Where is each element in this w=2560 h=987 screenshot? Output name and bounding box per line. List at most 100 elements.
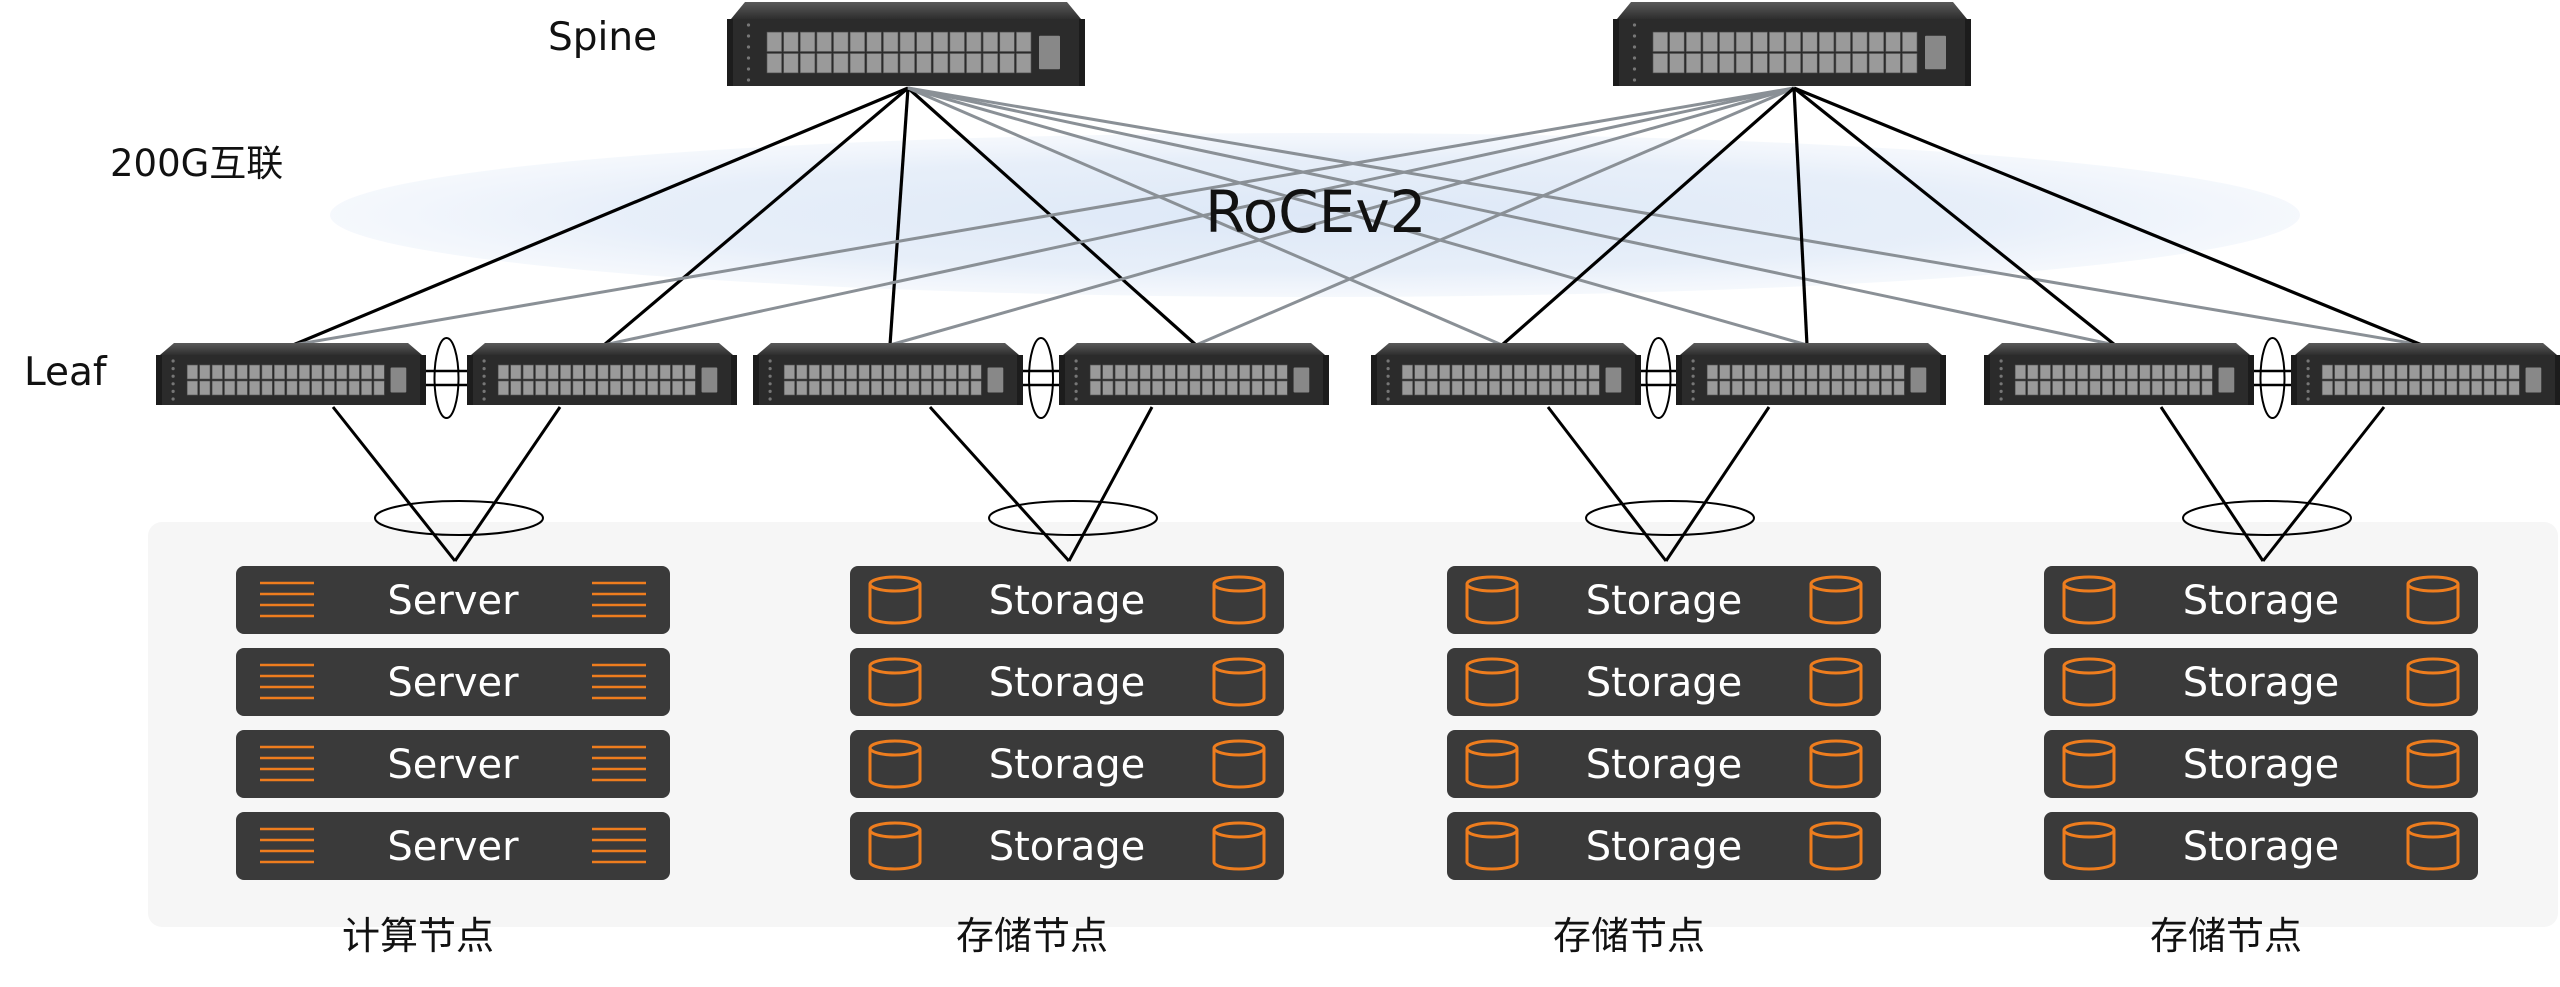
cylinder-icon [2062,739,2116,789]
storage-row: Storage [1447,648,1881,716]
spine-switches [727,2,1971,86]
cylinder-icon [868,821,922,871]
link-pod1-a [331,406,457,562]
server-row-label: Server [387,742,519,788]
leaf-switch-1 [156,343,426,405]
leaf-switch-8 [2291,343,2560,405]
cylinder-icon [2062,575,2116,625]
cylinder-icon [2062,657,2116,707]
server-row: Server [236,566,670,634]
storage-row: Storage [850,812,1284,880]
pod-caption: 计算节点 [342,914,494,958]
leaf-switch-3 [753,343,1023,405]
cylinder-icon [2406,657,2460,707]
storage-row: Storage [2044,812,2478,880]
cylinder-icon [2406,821,2460,871]
leaf-switch-5 [1371,343,1641,405]
storage-row: Storage [850,730,1284,798]
bond-rings [374,500,2352,536]
lines-icon [260,581,314,618]
cylinder-icon [1465,657,1519,707]
storage-row-label: Storage [989,824,1146,870]
lines-icon [260,827,314,864]
mlag-4 [2250,337,2295,419]
link-spine2-leaf7 [1793,86,2116,347]
link-spine2-leaf5 [1500,86,1796,347]
storage-row: Storage [1447,812,1881,880]
link-spine2-leaf3 [889,86,1795,347]
leaf-switch-4 [1059,343,1329,405]
cylinder-icon [868,739,922,789]
lines-icon [592,663,646,700]
storage-row-label: Storage [1586,660,1743,706]
mlag-2 [1019,337,1063,419]
mlag-1 [422,337,471,419]
cylinder-icon [1465,575,1519,625]
cylinder-icon [868,657,922,707]
lines-icon [260,745,314,782]
interconnect-label: 200G互联 [110,142,283,185]
storage-row-label: Storage [989,578,1146,624]
cylinder-icon [1212,821,1266,871]
cylinder-icon [868,575,922,625]
leaf-label: Leaf [24,350,108,395]
server-row-label: Server [387,660,519,706]
storage-row-label: Storage [1586,824,1743,870]
leaf-switch-2 [467,343,737,405]
lines-icon [592,581,646,618]
cylinder-icon [1809,575,1863,625]
bond-ring-1 [374,500,544,536]
pod-caption: 存储节点 [1553,914,1705,958]
link-spine2-leaf6 [1792,87,1809,346]
mlag-3 [1637,337,1680,419]
spine-switch-2 [1613,2,1971,86]
cylinder-icon [2406,575,2460,625]
link-spine1-leaf7 [907,86,2116,347]
server-row-label: Server [387,578,519,624]
link-spine1-leaf2 [602,86,910,347]
cylinder-icon [1465,821,1519,871]
cylinder-icon [1809,821,1863,871]
storage-row-label: Storage [989,660,1146,706]
cylinder-icon [2062,821,2116,871]
lines-icon [592,745,646,782]
storage-row: Storage [850,566,1284,634]
storage-row: Storage [2044,648,2478,716]
storage-row-label: Storage [2183,824,2340,870]
leaf-switch-6 [1676,343,1946,405]
storage-row-label: Storage [1586,578,1743,624]
spine-label: Spine [548,15,657,60]
pod-captions: 计算节点 存储节点 存储节点 存储节点 [342,914,2302,958]
cylinder-icon [1465,739,1519,789]
link-spine2-leaf8 [1793,86,2423,347]
server-row: Server [236,730,670,798]
cylinder-icon [1809,739,1863,789]
lines-icon [260,663,314,700]
pod-caption: 存储节点 [956,914,1108,958]
link-spine1-leaf8 [907,86,2423,347]
protocol-label: RoCEv2 [1205,178,1427,246]
bond-ring-4 [2182,500,2352,536]
pod-caption: 存储节点 [2150,914,2302,958]
link-spine2-leaf4 [1195,86,1795,347]
server-row-label: Server [387,824,519,870]
link-spine1-leaf6 [907,86,1808,347]
cylinder-icon [2406,739,2460,789]
cylinder-icon [1809,657,1863,707]
cylinder-icon [1212,739,1266,789]
spine-switch-1 [727,2,1085,86]
lines-icon [592,827,646,864]
mlag-rings [422,337,2295,419]
spine-leaf-links [292,86,2423,347]
storage-row: Storage [2044,730,2478,798]
link-spine2-leaf2 [603,86,1795,347]
pods-background [148,522,2558,927]
node-rows: ServerServerServerServerStorageStorageSt… [236,566,2478,880]
cylinder-icon [1212,575,1266,625]
server-row: Server [236,648,670,716]
